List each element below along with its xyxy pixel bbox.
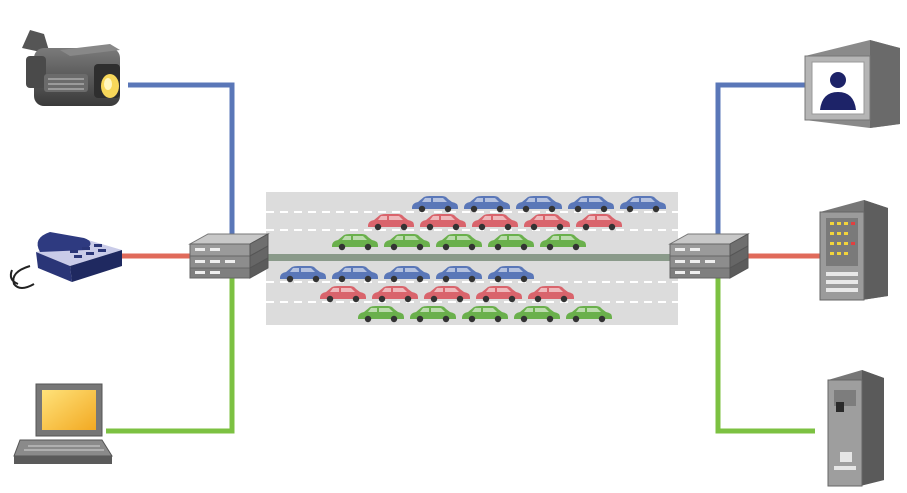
data-link-left [106, 278, 235, 434]
video-monitor-icon [804, 40, 900, 128]
switch-right-icon [669, 233, 749, 279]
laptop-icon [13, 383, 113, 464]
video-link-right [715, 82, 805, 240]
network-highway [266, 192, 678, 325]
desk-phone-icon [9, 232, 122, 289]
highway-median [266, 254, 678, 261]
phone-server-icon [819, 200, 888, 301]
video-link-left [128, 82, 235, 240]
data-server-icon [827, 370, 884, 487]
switch-left-icon [189, 233, 269, 279]
video-camera-icon [22, 30, 120, 106]
data-link-right [715, 278, 815, 434]
